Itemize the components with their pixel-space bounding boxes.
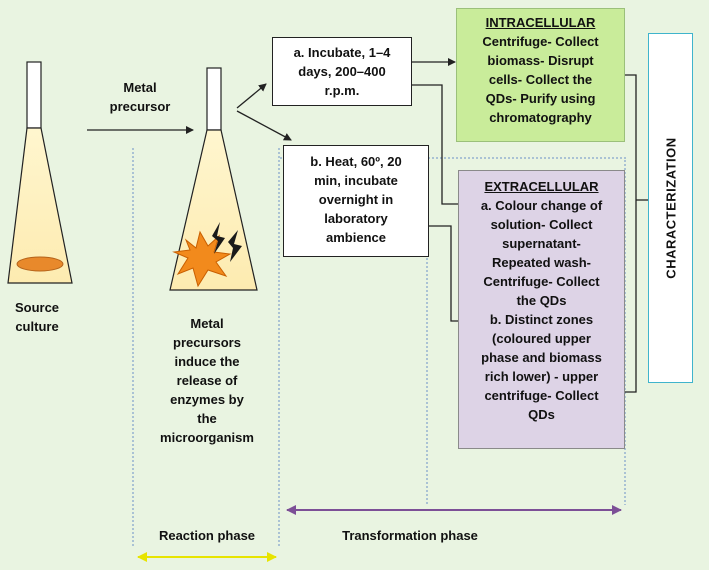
reaction-phase-label: Reaction phase <box>158 528 256 543</box>
characterization-box: CHARACTERIZATION <box>648 33 693 383</box>
to-heat-arrow <box>236 110 292 141</box>
source-culture-label: Source culture <box>14 300 60 334</box>
intracellular-title: INTRACELLULAR <box>485 15 596 30</box>
source-flask-icon <box>7 61 73 284</box>
extracellular-title: EXTRACELLULAR <box>484 179 599 194</box>
transformation-phase-label: Transformation phase <box>342 528 478 543</box>
incubate-box: a. Incubate, 1–4 days, 200–400 r.p.m. <box>272 37 412 106</box>
reaction-flask-icon <box>169 67 258 291</box>
characterization-bracket <box>625 74 637 393</box>
enzyme-release-text: Metal precursors induce the release of e… <box>160 316 254 445</box>
intracellular-box: INTRACELLULAR Centrifuge- Collect biomas… <box>456 8 625 142</box>
incubate-to-extra-arrow <box>412 84 468 208</box>
characterization-label: CHARACTERIZATION <box>663 137 678 279</box>
heat-box: b. Heat, 60º, 20 min, incubate overnight… <box>283 145 429 257</box>
to-incubate-arrow <box>236 83 267 109</box>
metal-precursor-label: Metal precursor <box>109 80 171 114</box>
extracellular-box: EXTRACELLULAR a. Colour change of soluti… <box>458 170 625 449</box>
